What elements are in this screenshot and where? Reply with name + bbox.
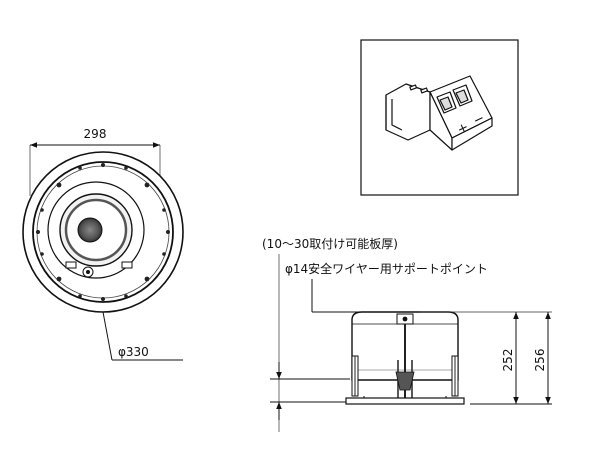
terminal-block-icon (385, 75, 493, 151)
width-dimension-label: 298 (84, 127, 107, 141)
thickness-note: (10～30取付け可能板厚) (262, 237, 398, 251)
speaker-can (345, 311, 465, 405)
logo-badge-dot (86, 270, 90, 274)
height-outer-label: 256 (533, 349, 547, 372)
front-view: 298 (22, 127, 184, 361)
terminal-detail: + − (360, 39, 519, 196)
diameter-leader (102, 311, 113, 361)
clamp-tab (65, 261, 77, 269)
height-inner-label: 252 (501, 349, 515, 372)
diameter-label: φ330 (118, 345, 149, 359)
clamp-tab (121, 261, 133, 269)
wire-support-note: φ14安全ワイヤー用サポートポイント (285, 261, 488, 276)
tweeter-grill (77, 217, 103, 243)
side-view: (10～30取付け可能板厚) φ14安全ワイヤー用サポートポイント (262, 237, 552, 432)
mounting-holes (36, 163, 170, 301)
